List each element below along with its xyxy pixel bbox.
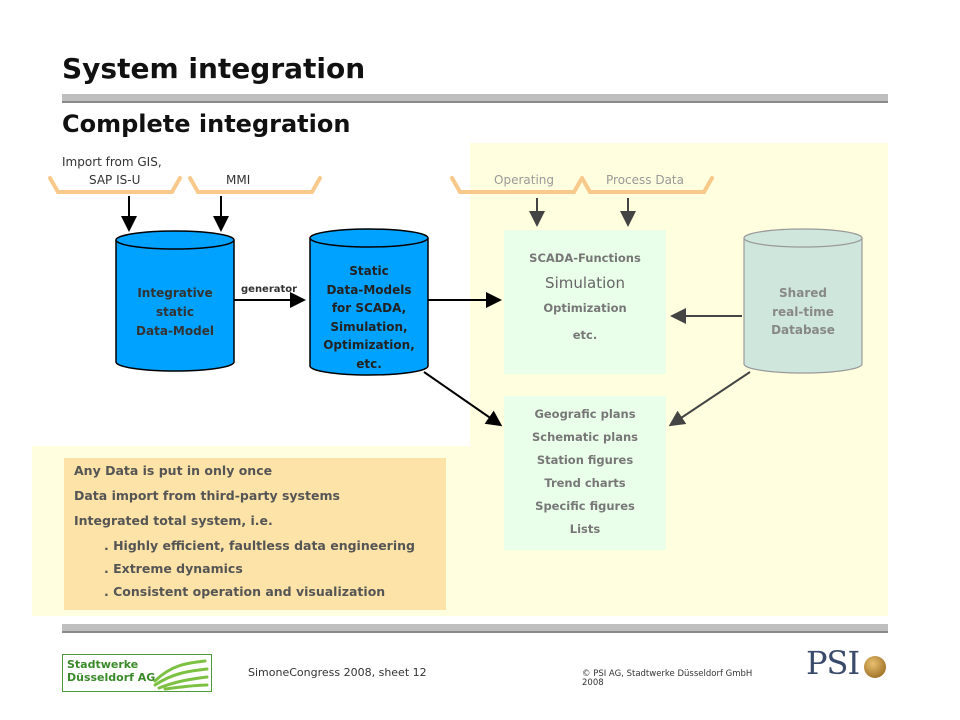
generator-label: generator xyxy=(241,284,298,295)
benefit-2: Data import from third-party systems xyxy=(74,488,340,503)
import-label: Import from GIS, xyxy=(62,155,162,169)
input-bracket-process xyxy=(580,176,714,194)
process-data-label: Process Data xyxy=(606,173,684,187)
sap-label: SAP IS-U xyxy=(89,173,141,187)
mmi-label: MMI xyxy=(226,173,251,187)
input-bracket-sap xyxy=(48,176,182,194)
logo-line1: Stadtwerke xyxy=(67,658,139,671)
page-title: System integration xyxy=(62,52,366,85)
scada-line3: Optimization xyxy=(543,301,627,315)
plans-item: Trend charts xyxy=(544,476,626,490)
plans-box: Geografic plans Schematic plans Station … xyxy=(504,396,666,550)
input-bracket-operating xyxy=(450,176,584,194)
scada-line1: SCADA-Functions xyxy=(529,251,641,265)
footer-divider xyxy=(62,624,888,633)
title-divider xyxy=(62,94,888,103)
shared-text: Shared real-time Database xyxy=(771,286,835,337)
plans-item: Schematic plans xyxy=(531,430,639,444)
scada-functions-box: SCADA-Functions Simulation Optimization … xyxy=(504,230,666,374)
operating-label: Operating xyxy=(494,173,554,187)
input-bracket-mmi xyxy=(188,176,322,194)
plans-item: Lists xyxy=(569,522,601,536)
benefit-3: Integrated total system, i.e. xyxy=(74,513,273,528)
arrow-shared-to-plans xyxy=(668,371,751,427)
copyright: © PSI AG, Stadtwerke Düsseldorf GmbH 200… xyxy=(582,669,753,688)
logo-lines-icon xyxy=(153,659,209,691)
benefit-6: . Consistent operation and visualization xyxy=(104,584,386,599)
plans-item: Station figures xyxy=(536,453,634,467)
benefit-1: Any Data is put in only once xyxy=(74,463,273,478)
static-text: Static Data-Models for SCADA, Simulation… xyxy=(323,264,415,371)
scada-line2: Simulation xyxy=(545,274,625,292)
arrow-to-plans xyxy=(423,371,503,427)
scada-line4: etc. xyxy=(572,328,598,342)
psi-globe-icon xyxy=(864,656,886,678)
cylinder-integrative xyxy=(115,230,235,372)
page-subtitle: Complete integration xyxy=(62,110,351,138)
benefits-box: Any Data is put in only once Data import… xyxy=(64,458,446,610)
benefit-4: . Highly efficient, faultless data engin… xyxy=(104,538,415,553)
stadtwerke-logo: Stadtwerke Düsseldorf AG xyxy=(62,654,212,692)
integrative-text: Integrative static Data-Model xyxy=(136,286,214,338)
plans-item: Specific figures xyxy=(535,499,635,513)
logo-line2: Düsseldorf AG xyxy=(67,671,156,684)
sheet-label: SimoneCongress 2008, sheet 12 xyxy=(248,666,427,679)
cylinder-static xyxy=(309,228,429,376)
plans-item: Geografic plans xyxy=(534,407,636,421)
cylinder-shared xyxy=(743,228,863,374)
benefit-5: . Extreme dynamics xyxy=(104,561,243,576)
psi-logo: PSI xyxy=(806,644,888,686)
